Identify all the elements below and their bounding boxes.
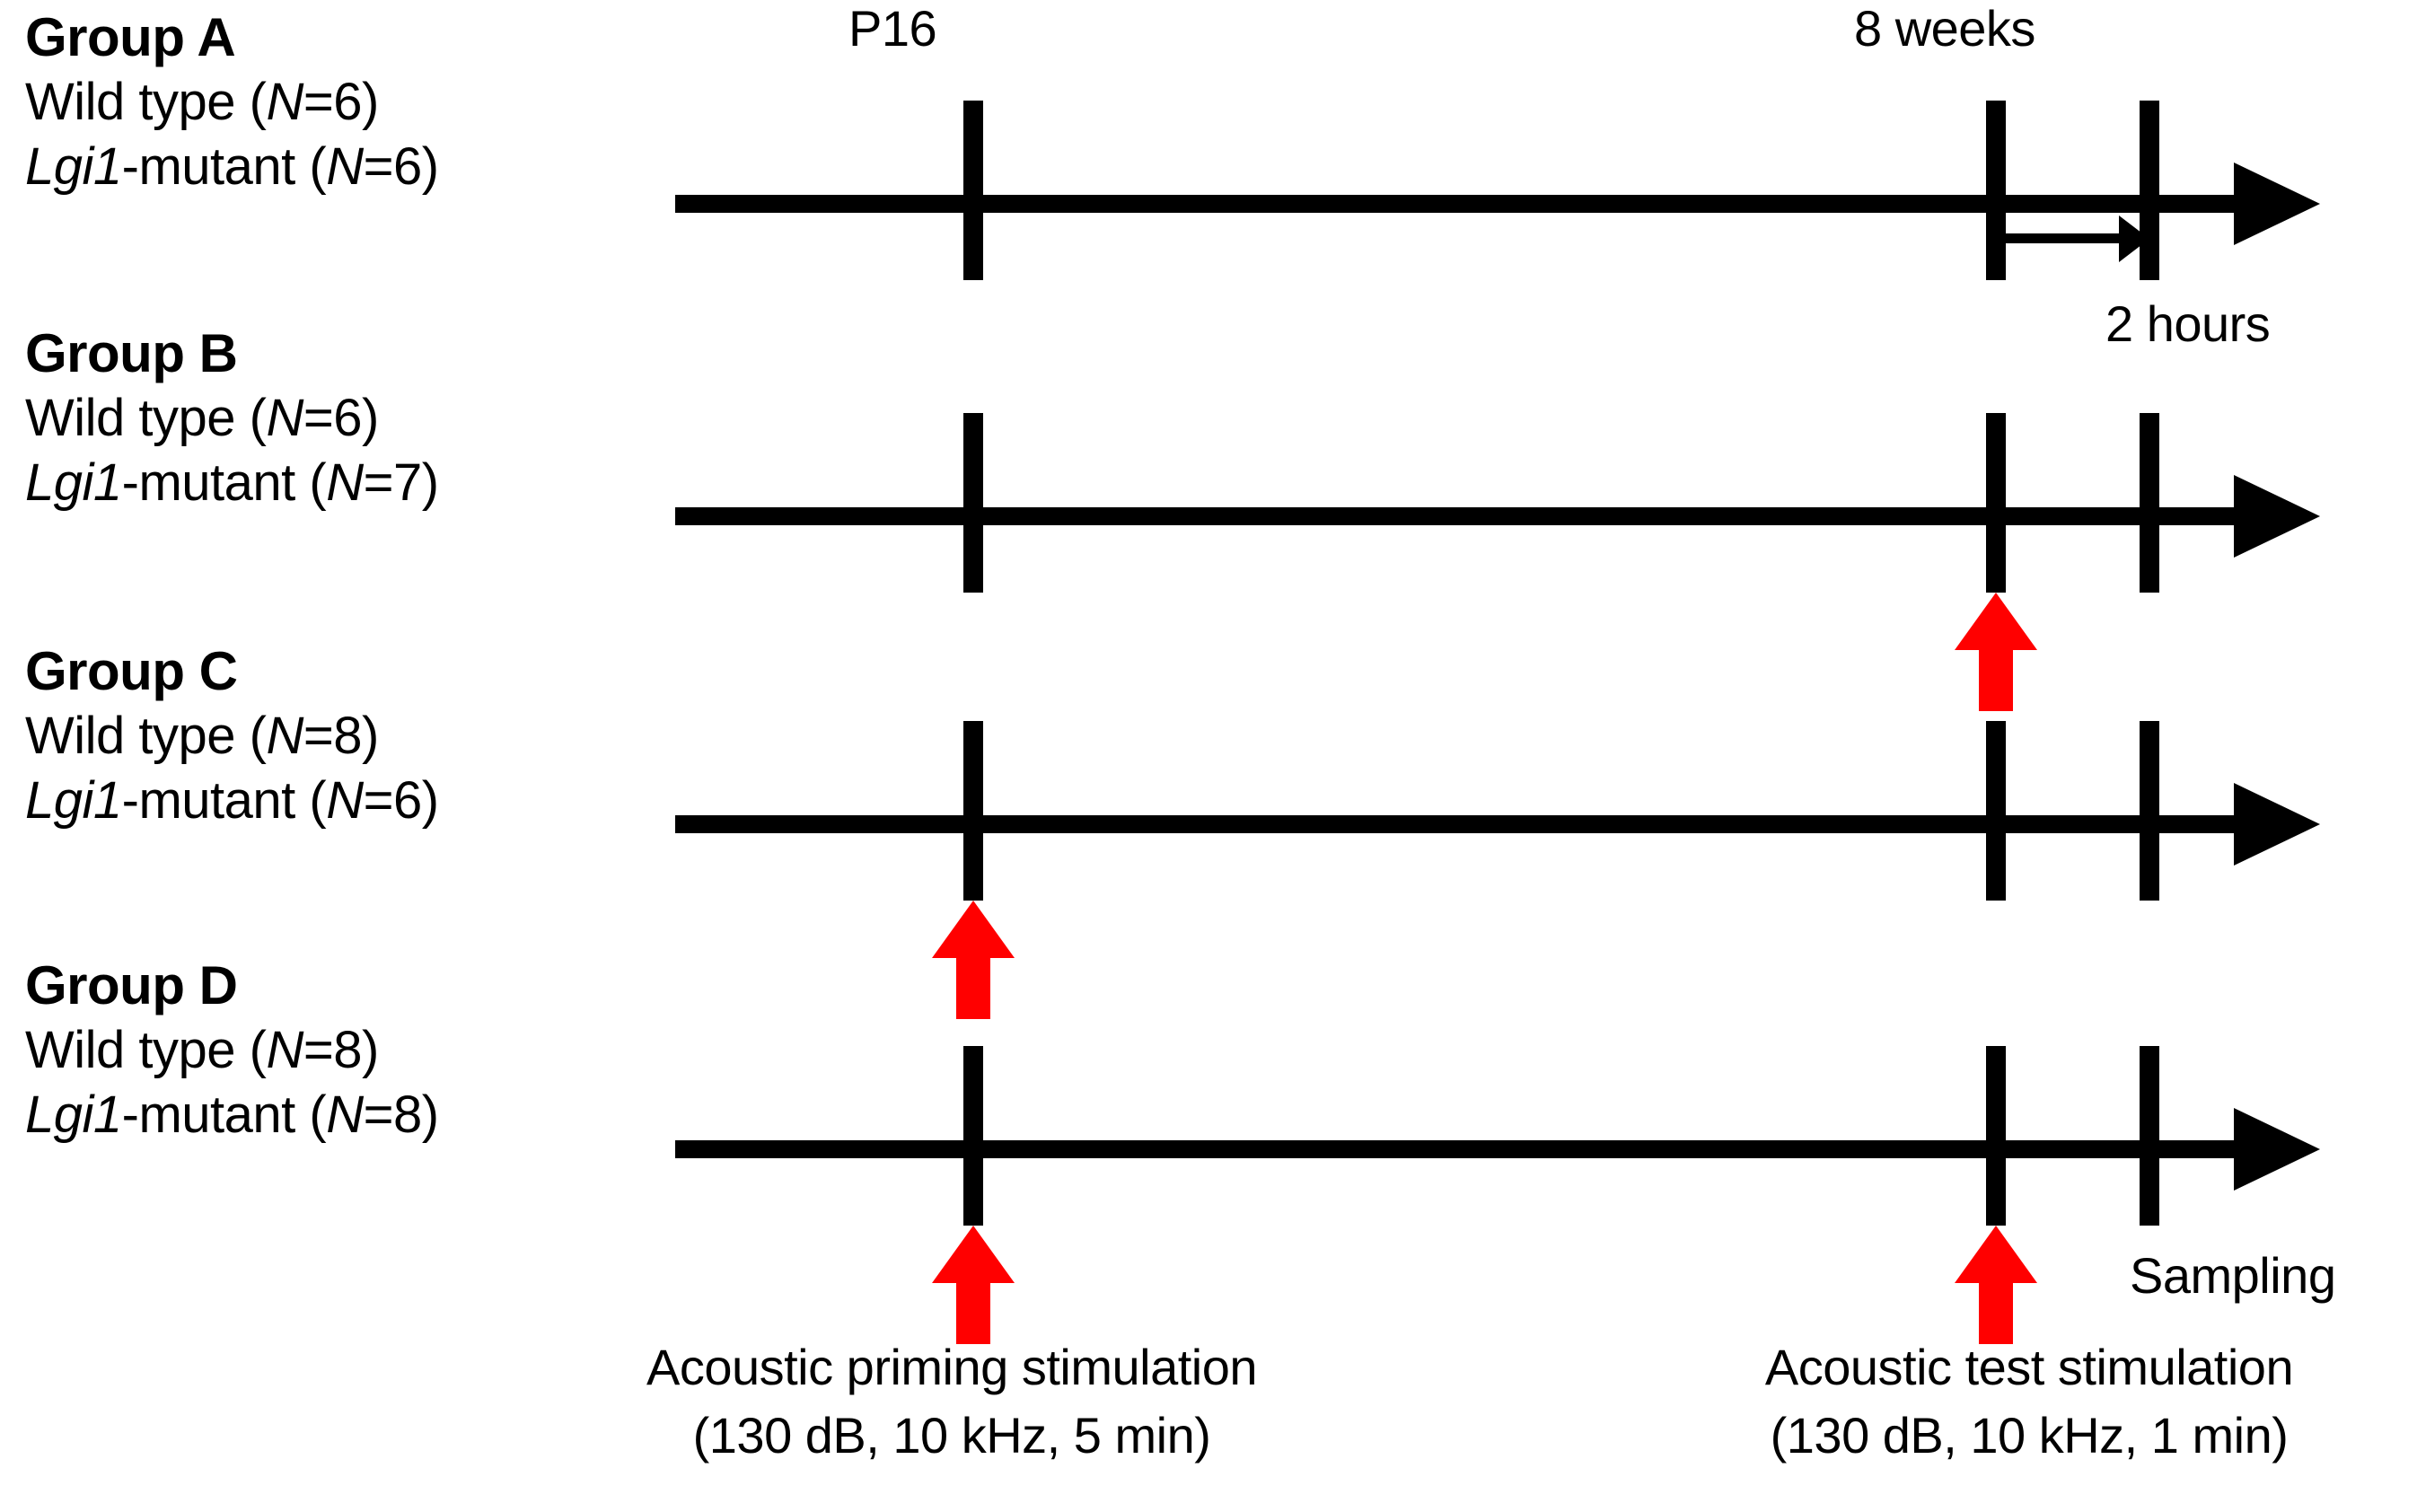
group-wildtype-d: Wild type (N=8): [25, 1018, 654, 1083]
tick-label-8-weeks: 8 weeks: [1854, 0, 2035, 57]
mutant-n-symbol-b: N: [326, 453, 364, 512]
tick-p16-d: [963, 1046, 983, 1226]
mutant-gene-d: Lgi1: [25, 1086, 122, 1144]
tick-8weeks-a: [1986, 101, 2006, 280]
group-label-block-c: Group C Wild type (N=8) Lgi1-mutant (N=6…: [25, 639, 654, 833]
mutant-gene-b: Lgi1: [25, 453, 122, 512]
tick-p16-a: [963, 101, 983, 280]
group-wildtype-c: Wild type (N=8): [25, 704, 654, 769]
two-hours-label: 2 hours: [2105, 295, 2271, 352]
priming-caption-line-1: Acoustic priming stimulation: [646, 1339, 1258, 1395]
two-hours-measure-arrowhead: [2119, 215, 2149, 262]
test-caption-line-2: (130 dB, 10 kHz, 1 min): [1770, 1407, 2289, 1464]
mutant-n-symbol-c: N: [326, 771, 364, 830]
wildtype-text-a: Wild type (: [25, 73, 267, 131]
mutant-n-value-c: =6): [363, 771, 439, 830]
timeline-arrowhead-a: [2234, 163, 2320, 245]
wildtype-n-symbol-a: N: [266, 73, 303, 131]
timeline-arrowhead-c: [2234, 783, 2320, 866]
wildtype-n-symbol-b: N: [266, 389, 303, 447]
group-wildtype-b: Wild type (N=6): [25, 386, 654, 451]
wildtype-n-value-a: =6): [303, 73, 379, 131]
group-mutant-a: Lgi1-mutant (N=6): [25, 135, 654, 199]
tick-sampling-c: [2140, 721, 2159, 901]
group-title-d: Group D: [25, 955, 238, 1015]
tick-8weeks-b: [1986, 413, 2006, 593]
wildtype-n-symbol-c: N: [266, 707, 303, 765]
mutant-text-d: -mutant (: [121, 1086, 327, 1144]
two-hours-measure-line: [2000, 233, 2135, 243]
timeline-axis-a: [675, 195, 2282, 213]
priming-caption-line-2: (130 dB, 10 kHz, 5 min): [692, 1407, 1211, 1464]
acoustic-priming-stimulation-arrow-d: [932, 1226, 1015, 1344]
mutant-text-c: -mutant (: [121, 771, 327, 830]
group-title-a: Group A: [25, 7, 236, 67]
tick-p16-b: [963, 413, 983, 593]
wildtype-text-d: Wild type (: [25, 1021, 267, 1079]
timeline-axis-d: [675, 1140, 2282, 1158]
acoustic-test-stimulation-arrow-d: [1955, 1226, 2037, 1344]
tick-8weeks-c: [1986, 721, 2006, 901]
group-mutant-d: Lgi1-mutant (N=8): [25, 1083, 654, 1147]
mutant-text-a: -mutant (: [121, 137, 327, 196]
group-title-b: Group B: [25, 323, 238, 383]
wildtype-n-value-c: =8): [303, 707, 379, 765]
mutant-n-symbol-a: N: [326, 137, 364, 196]
mutant-gene-c: Lgi1: [25, 771, 122, 830]
group-mutant-c: Lgi1-mutant (N=6): [25, 769, 654, 833]
mutant-gene-a: Lgi1: [25, 137, 122, 196]
timeline-arrowhead-b: [2234, 475, 2320, 558]
tick-label-p16: P16: [848, 0, 937, 57]
tick-sampling-b: [2140, 413, 2159, 593]
group-label-block-d: Group D Wild type (N=8) Lgi1-mutant (N=8…: [25, 954, 654, 1147]
mutant-text-b: -mutant (: [121, 453, 327, 512]
mutant-n-value-d: =8): [363, 1086, 439, 1144]
acoustic-priming-stimulation-arrow-c: [932, 901, 1015, 1019]
mutant-n-value-a: =6): [363, 137, 439, 196]
test-caption-line-1: Acoustic test stimulation: [1764, 1339, 2294, 1395]
wildtype-n-value-d: =8): [303, 1021, 379, 1079]
sampling-label: Sampling: [2130, 1247, 2336, 1304]
acoustic-test-stimulation-arrow-b: [1955, 593, 2037, 711]
group-title-c: Group C: [25, 641, 238, 701]
wildtype-text-c: Wild type (: [25, 707, 267, 765]
group-wildtype-a: Wild type (N=6): [25, 70, 654, 135]
timeline-axis-b: [675, 507, 2282, 525]
group-label-block-a: Group A Wild type (N=6) Lgi1-mutant (N=6…: [25, 5, 654, 199]
tick-8weeks-d: [1986, 1046, 2006, 1226]
mutant-n-value-b: =7): [363, 453, 439, 512]
wildtype-n-value-b: =6): [303, 389, 379, 447]
tick-p16-c: [963, 721, 983, 901]
wildtype-n-symbol-d: N: [266, 1021, 303, 1079]
group-label-block-b: Group B Wild type (N=6) Lgi1-mutant (N=7…: [25, 321, 654, 515]
mutant-n-symbol-d: N: [326, 1086, 364, 1144]
group-mutant-b: Lgi1-mutant (N=7): [25, 451, 654, 515]
tick-sampling-d: [2140, 1046, 2159, 1226]
timeline-axis-c: [675, 815, 2282, 833]
timeline-arrowhead-d: [2234, 1108, 2320, 1191]
wildtype-text-b: Wild type (: [25, 389, 267, 447]
